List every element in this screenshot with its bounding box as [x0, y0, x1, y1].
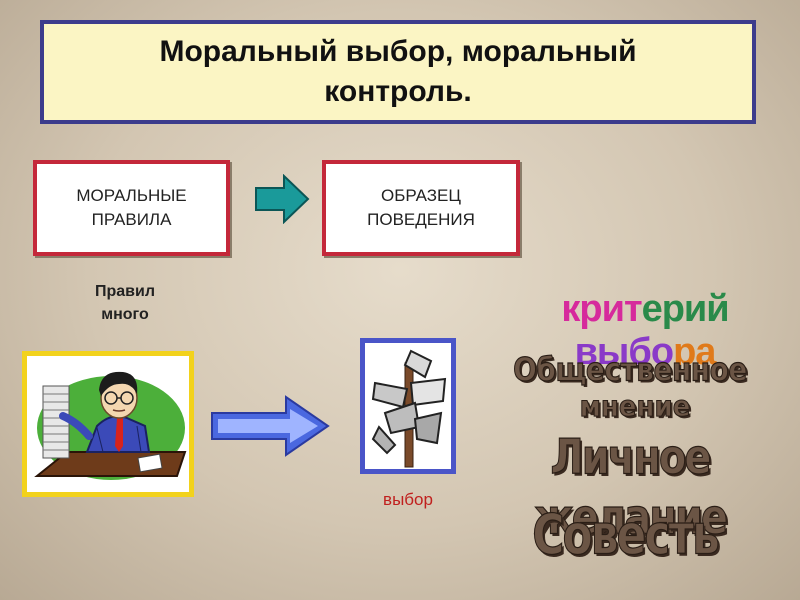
broken-signpost-clipart-icon: [371, 349, 447, 468]
office-worker-picture: [22, 351, 194, 497]
teal-arrow-icon: [255, 174, 310, 224]
blue-arrow-icon: [211, 395, 330, 457]
title-box: Моральный выбор, моральный контроль.: [40, 20, 756, 124]
behavior-pattern-label: ОБРАЗЕЦ ПОВЕДЕНИЯ: [367, 186, 475, 229]
criterion-heading-part: ерий: [641, 288, 730, 330]
criterion-heading-part: крит: [561, 288, 642, 330]
choice-criterion-heading: критерий выбора: [505, 288, 785, 374]
criterion-conscience: Совесть: [532, 503, 721, 568]
criterion-public-opinion: Общественное: [513, 350, 748, 389]
choice-label: выбор: [383, 490, 433, 509]
criterion-heading-part: ра: [673, 331, 716, 373]
moral-rules-box: МОРАЛЬНЫЕ ПРАВИЛА: [33, 160, 230, 256]
slide-title: Моральный выбор, моральный контроль.: [159, 35, 637, 108]
rules-note: Правил много: [94, 283, 155, 323]
moral-rules-label: МОРАЛЬНЫЕ ПРАВИЛА: [76, 186, 187, 229]
choice-picture: [360, 338, 456, 474]
behavior-pattern-box: ОБРАЗЕЦ ПОВЕДЕНИЯ: [322, 160, 520, 256]
office-worker-clipart-icon: [34, 371, 187, 480]
criterion-heading-part: выбо: [574, 331, 674, 373]
criterion-public-opinion-cont: мнение: [579, 390, 691, 424]
criterion-personal-desire: Личное желание: [533, 430, 728, 546]
